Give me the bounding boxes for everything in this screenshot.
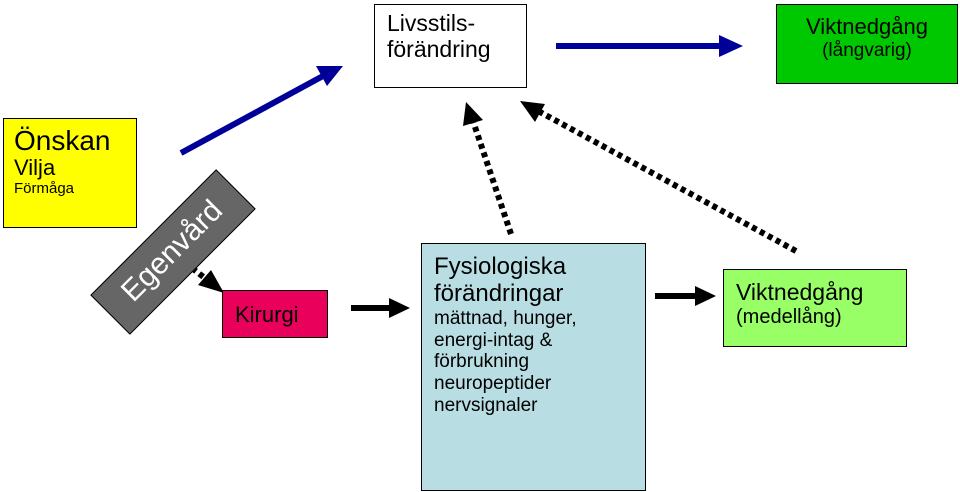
arrow-livsstil-to-langvarig [556,35,743,57]
kirurgi-box: Kirurgi [222,290,328,338]
medellang-line2: (medellång) [736,305,842,328]
langvarig-line1: Viktnedgång [806,14,928,39]
fysio-item: nervsignaler [434,395,538,417]
langvarig-line2: (långvarig) [822,39,912,61]
fysiologiska-forandringar-box: Fysiologiska förändringar mättnad, hunge… [421,243,646,491]
fysio-item: förbrukning [434,351,530,373]
arrow-kirurgi-to-fysio [351,298,410,318]
livsstil-line2: förändring [387,35,491,62]
fysio-heading-line1: Fysiologiska [434,253,567,280]
fysio-item: neuropeptider [434,373,552,395]
fysio-heading-line2: förändringar [434,279,564,307]
viktnedgang-langvarig-box: Viktnedgång (långvarig) [776,4,958,84]
arrow-medellang-to-livsstil [520,101,798,254]
livsstilsforandring-box: Livsstils- förändring [374,4,527,88]
onskan-box: Önskan Vilja Förmåga [3,118,137,228]
onskan-line2: Vilja [14,155,56,181]
onskan-line3: Förmåga [14,179,75,197]
arrow-egenvard-to-kirurgi [176,254,224,293]
arrow-fysio-to-livsstil [463,102,514,235]
onskan-line1: Önskan [14,125,111,156]
fysio-item: mättnad, hunger, [434,307,577,329]
fysio-item: energi-intag & [434,329,553,351]
medellang-line1: Viktnedgång [736,279,864,305]
livsstil-line1: Livsstils- [387,10,476,36]
arrow-onskan-to-livsstil [179,66,343,156]
viktnedgang-medellang-box: Viktnedgång (medellång) [723,269,907,347]
arrow-fysio-to-medellang [655,286,716,306]
